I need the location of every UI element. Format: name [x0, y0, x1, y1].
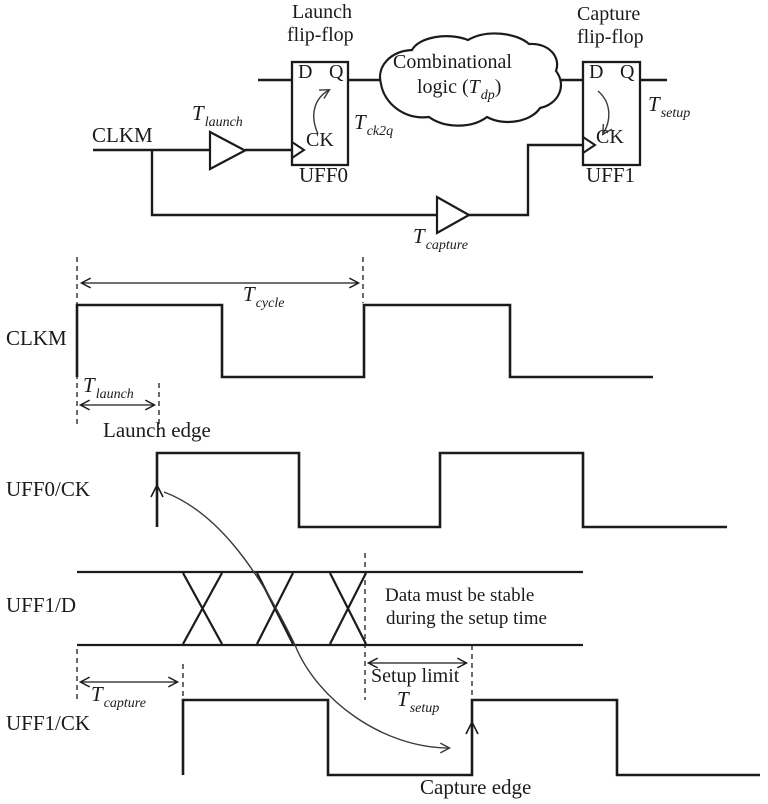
- capture-edge-label: Capture edge: [420, 775, 532, 799]
- uff1d-transition-x3: [329, 572, 367, 645]
- uff1-pin-d: D: [589, 61, 604, 83]
- uff1-pin-q: Q: [620, 61, 635, 83]
- uff1-name-label: UFF1: [586, 163, 636, 187]
- t-launch-timing-sub: launch: [95, 387, 134, 402]
- stable-note-line2: during the setup time: [386, 608, 547, 629]
- combinational-logic-cloud: [378, 32, 562, 127]
- t-capture-timing-sub: capture: [103, 696, 146, 711]
- row-label-uff1d: UFF1/D: [6, 593, 77, 617]
- t-cycle-label: Tcycle: [243, 282, 284, 311]
- circuit-wires: [93, 78, 667, 217]
- dashed-guides: [76, 257, 473, 700]
- t-setup-circuit-main: T: [648, 92, 660, 116]
- clkm-waveform: [75, 303, 653, 379]
- row-label-clkm: CLKM: [6, 326, 67, 350]
- uff1d-transition-x2: [256, 572, 294, 645]
- t-cycle-main: T: [243, 282, 255, 306]
- t-launch-timing-label: Tlaunch: [83, 373, 134, 402]
- t-capture-circuit-label: Tcapture: [413, 224, 468, 253]
- capture-clock-wire: [469, 143, 583, 217]
- t-dp-main: T: [468, 76, 480, 98]
- uff1d-transition-x1: [182, 572, 223, 645]
- row-label-uff1ck: UFF1/CK: [6, 711, 91, 735]
- clkm-circuit-label: CLKM: [92, 123, 153, 147]
- t-ck2q-sub: ck2q: [366, 124, 394, 139]
- t-setup-timing-sub: setup: [409, 701, 440, 716]
- launch-ff-title-line2: flip-flop: [287, 24, 354, 46]
- dimension-arrows: [78, 277, 469, 688]
- uff0-pin-q: Q: [329, 61, 344, 83]
- uff1-pin-ck: CK: [596, 126, 624, 148]
- t-capture-circuit-main: T: [413, 224, 425, 248]
- capture-ff-title-line1: Capture: [577, 3, 641, 25]
- edge-arrowheads: [150, 483, 479, 735]
- uff0-pin-d: D: [298, 61, 313, 83]
- clock-branch-wire: [150, 150, 437, 217]
- launch-buffer-icon: [208, 130, 248, 171]
- t-capture-timing-main: T: [91, 682, 103, 706]
- t-capture-circuit-sub: capture: [425, 238, 468, 253]
- uff0-ck-to-q-arrow: [313, 88, 331, 135]
- waveforms: [75, 303, 760, 777]
- uff0-clock-wedge-icon: [291, 141, 306, 159]
- t-launch-circuit-label: Tlaunch: [192, 101, 243, 130]
- uff0-pin-ck: CK: [306, 129, 334, 151]
- t-launch-timing-main: T: [83, 373, 95, 397]
- uff1-d-to-ck-arrow: [597, 90, 613, 136]
- setup-limit-label: Setup limit: [371, 665, 460, 687]
- uff1-clock-wedge-icon: [582, 136, 597, 154]
- t-setup-circuit-sub: setup: [660, 106, 691, 121]
- t-launch-circuit-sub: launch: [204, 115, 243, 130]
- t-setup-circuit-label: Tsetup: [648, 92, 690, 121]
- uff0-name-label: UFF0: [299, 163, 349, 187]
- row-label-uff0ck: UFF0/CK: [6, 477, 91, 501]
- t-setup-timing-label: Tsetup: [397, 687, 439, 716]
- uff1ck-waveform: [181, 698, 760, 777]
- capture-edge-arrowhead-icon: [465, 720, 479, 735]
- launch-ff-title-line1: Launch: [292, 1, 352, 23]
- cloud-line2-prefix: logic (: [417, 76, 469, 98]
- clock-pin-wedges: [291, 136, 597, 159]
- launch-edge-label: Launch edge: [103, 418, 211, 442]
- t-ck2q-label: Tck2q: [354, 110, 393, 139]
- capture-ff-title-line2: flip-flop: [577, 26, 644, 48]
- t-dp-sub: dp: [480, 88, 495, 103]
- uff0ck-waveform: [155, 451, 727, 529]
- cloud-line2-suffix: ): [494, 76, 502, 98]
- t-launch-circuit-main: T: [192, 101, 204, 125]
- launch-to-capture-curve-arrow: [163, 491, 452, 754]
- t-cycle-sub: cycle: [255, 296, 285, 311]
- stable-note-line1: Data must be stable: [385, 585, 535, 606]
- cloud-text-line2: logic (Tdp): [417, 76, 502, 103]
- clock-buffers: [208, 130, 472, 235]
- t-ck2q-main: T: [354, 110, 366, 134]
- uff1d-bus: [77, 570, 583, 647]
- launch-edge-arrowhead-icon: [150, 483, 164, 498]
- flip-flop-internal-arrows: [313, 88, 613, 136]
- cloud-text-line1: Combinational: [393, 51, 512, 73]
- capture-buffer-icon: [435, 195, 472, 235]
- t-setup-timing-main: T: [397, 687, 409, 711]
- t-capture-timing-label: Tcapture: [91, 682, 146, 711]
